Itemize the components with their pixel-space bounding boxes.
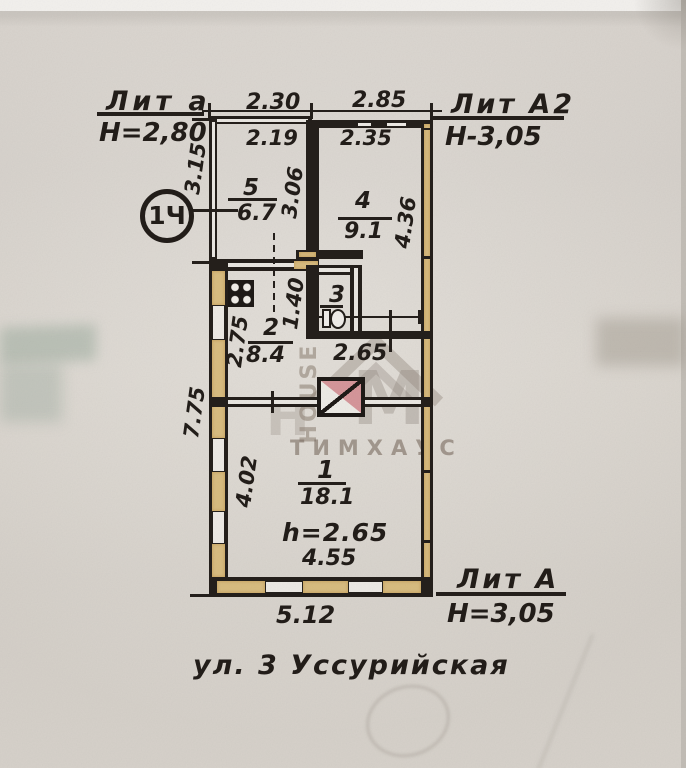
plan-marker-label: 1Ч (148, 201, 186, 230)
room3-underline (320, 305, 343, 308)
wall-joint (421, 470, 433, 473)
furnace-symbol (317, 377, 365, 417)
wall-core (211, 122, 215, 257)
wall (306, 331, 433, 339)
dim-r5-inner-width: 2.19 (246, 126, 298, 150)
dim-kitchen-nook-height: 1.40 (278, 276, 309, 331)
window (265, 581, 303, 593)
marker-leader-line (193, 209, 238, 212)
wall-joint (421, 540, 433, 543)
section-label-lit-a: Лит А (457, 564, 560, 595)
wall-fill (383, 581, 421, 593)
wall-fill (217, 581, 265, 593)
stove-burners-icon (228, 280, 254, 307)
room1-number: 1 (317, 455, 335, 484)
wall-core (353, 268, 358, 334)
window (212, 511, 225, 544)
room4-number: 4 (355, 188, 372, 214)
dim-r4-inner-height: 4.36 (390, 195, 421, 250)
room4-area: 9.1 (344, 219, 383, 244)
wall (306, 265, 319, 339)
dimension-tick (310, 103, 313, 119)
section-underline (430, 116, 564, 120)
door-opening (226, 262, 294, 268)
plan-marker-circle: 1Ч (140, 189, 194, 243)
wall-fill (212, 544, 225, 577)
furnace-diagonal (321, 381, 361, 413)
dim-r1-inner-width: 4.55 (302, 546, 357, 571)
dim-hall-width: 2.65 (333, 341, 388, 366)
room1-ceiling-height: h=2.65 (282, 518, 389, 547)
watermark-brand: ТИМХАУС (290, 436, 463, 460)
wall-fill (212, 271, 225, 305)
dim-r4-inner-width: 2.35 (340, 126, 392, 150)
dimension-tick (271, 391, 274, 413)
dimension-tick (418, 310, 421, 324)
room1-area: 18.1 (300, 485, 355, 510)
dim-bottom-width: 5.12 (276, 601, 336, 629)
wall (306, 120, 319, 265)
wall-fill (424, 124, 430, 593)
section-height-lit-a: Н=3,05 (447, 599, 555, 629)
section-label-lit-a-annex: Лит а (106, 86, 211, 117)
wall-joint (421, 256, 433, 259)
window (212, 305, 225, 340)
section-label-lit-a2: Лит А2 (451, 89, 576, 120)
dim-r1-inner-height: 4.02 (231, 454, 262, 509)
wall-core (213, 118, 308, 122)
extension-tick (192, 261, 210, 264)
room5-number: 5 (243, 175, 260, 201)
room3-number: 3 (329, 282, 346, 308)
section-height-lit-a2: Н-3,05 (445, 122, 542, 152)
window (212, 438, 225, 472)
dimension-tick (389, 310, 392, 352)
room5-area: 6.7 (237, 201, 276, 226)
room2-area: 8.4 (246, 343, 285, 368)
dim-top-left-width: 2.30 (246, 90, 301, 115)
dim-r5-left-height: 3.15 (180, 141, 211, 196)
window (348, 581, 383, 593)
wall-fill (303, 581, 348, 593)
wall-fill (299, 252, 316, 257)
toilet-bowl-icon (330, 309, 346, 329)
section-underline (436, 592, 566, 596)
section-underline (97, 112, 204, 116)
wall-fill (212, 472, 225, 511)
wall-joint (421, 128, 433, 130)
dim-top-right-width: 2.85 (352, 88, 407, 113)
dashed-partition-line (273, 233, 275, 313)
street-address: ул. 3 Уссурийская (193, 650, 510, 681)
room2-number: 2 (263, 315, 280, 341)
dim-r5-inner-height: 3.06 (277, 165, 308, 220)
dim-left-total-height: 7.75 (179, 385, 210, 440)
extension-tick (190, 594, 210, 597)
